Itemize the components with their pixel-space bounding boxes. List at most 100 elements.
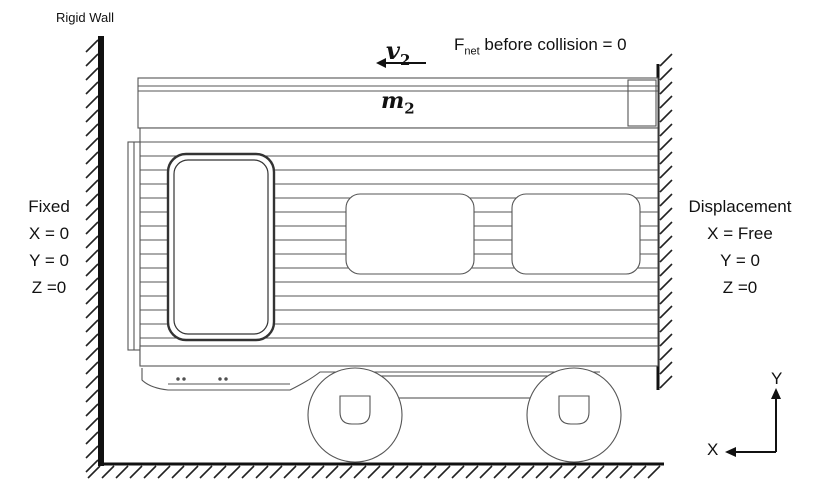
right-hatch-line	[659, 179, 673, 193]
wall-hatch-line	[85, 445, 99, 459]
ground-hatching	[87, 465, 661, 479]
axle-box	[339, 395, 371, 425]
wall-hatch-line	[85, 235, 99, 249]
ground-hatch-line	[367, 465, 381, 479]
velocity-symbol: v	[386, 36, 400, 65]
ground-hatch-line	[297, 465, 311, 479]
wall-hatch-line	[85, 263, 99, 277]
wall-hatch-line	[85, 375, 99, 389]
ground-hatch-line	[395, 465, 409, 479]
ground-hatch-line	[619, 465, 633, 479]
right-hatch-line	[659, 235, 673, 249]
fixed-title: Fixed	[28, 197, 70, 216]
displacement-x: X = Free	[707, 224, 773, 243]
wall-hatch-line	[85, 459, 99, 473]
rivet	[176, 377, 180, 381]
ground-hatch-line	[255, 465, 269, 479]
velocity-label: v2	[386, 36, 410, 69]
ground-hatch-line	[353, 465, 367, 479]
mass-subscript: 2	[404, 99, 415, 118]
right-hatch-line	[659, 165, 673, 179]
wall-hatch-line	[85, 361, 99, 375]
wall-hatch-line	[85, 81, 99, 95]
ground-hatch-line	[227, 465, 241, 479]
ground-hatch-line	[521, 465, 535, 479]
right-hatch-line	[659, 375, 673, 389]
ground-hatch-line	[647, 465, 661, 479]
right-hatch-line	[659, 81, 673, 95]
rivet	[182, 377, 186, 381]
right-hatch-line	[659, 207, 673, 221]
ground-hatch-line	[535, 465, 549, 479]
displacement-constraint-block: Displacement X = Free Y = 0 Z =0	[676, 193, 804, 301]
right-hatch-line	[659, 109, 673, 123]
roof-end-cap	[627, 79, 657, 127]
right-hatch-line	[659, 361, 673, 375]
fnet-symbol: F	[454, 35, 465, 54]
wall-hatch-line	[85, 123, 99, 137]
right-hatch-line	[659, 249, 673, 263]
wall-hatch-line	[85, 207, 99, 221]
rigid-wall-label: Rigid Wall	[56, 10, 115, 25]
ground-hatch-line	[199, 465, 213, 479]
wall-hatching	[85, 39, 99, 473]
right-hatch-line	[659, 291, 673, 305]
fixed-z: Z =0	[31, 278, 67, 297]
ground-hatch-line	[157, 465, 171, 479]
wall-hatch-line	[85, 95, 99, 109]
ground-hatch-line	[605, 465, 619, 479]
right-hatch-line	[659, 263, 673, 277]
ground-hatch-line	[479, 465, 493, 479]
ground-hatch-line	[549, 465, 563, 479]
ground-hatch-line	[381, 465, 395, 479]
ground-hatch-line	[311, 465, 325, 479]
ground-hatch-line	[577, 465, 591, 479]
wall-hatch-line	[85, 347, 99, 361]
wall-hatch-line	[85, 39, 99, 53]
ground-hatch-line	[115, 465, 129, 479]
right-hatch-line	[659, 333, 673, 347]
wall-hatch-line	[85, 137, 99, 151]
fnet-text: before collision = 0	[479, 35, 627, 54]
velocity-arrow	[376, 58, 426, 68]
car-door-inner	[173, 159, 269, 335]
ground-hatch-line	[437, 465, 451, 479]
wall-hatch-line	[85, 431, 99, 445]
axle-box	[558, 395, 590, 425]
right-hatch-line	[659, 347, 673, 361]
fixed-constraint-block: Fixed X = 0 Y = 0 Z =0	[20, 193, 78, 301]
fnet-label: Fnet before collision = 0	[454, 35, 627, 57]
wall-hatch-line	[85, 305, 99, 319]
car-window	[345, 193, 475, 275]
right-hatch-line	[659, 151, 673, 165]
right-hatch-line	[659, 53, 673, 67]
wall-hatch-line	[85, 389, 99, 403]
wall-hatch-line	[85, 193, 99, 207]
ground-hatch-line	[171, 465, 185, 479]
wall-hatch-line	[85, 179, 99, 193]
ground-hatch-line	[241, 465, 255, 479]
ground-hatch-line	[129, 465, 143, 479]
x-axis-label: X	[707, 440, 719, 459]
velocity-subscript: 2	[399, 50, 411, 69]
wall-hatch-line	[85, 249, 99, 263]
ground-hatch-line	[591, 465, 605, 479]
wall-hatch-line	[85, 319, 99, 333]
ground-hatch-line	[143, 465, 157, 479]
wall-hatch-line	[85, 221, 99, 235]
ground-hatch-line	[101, 465, 115, 479]
wall-hatch-line	[85, 333, 99, 347]
wall-hatch-line	[85, 291, 99, 305]
ground-hatch-line	[339, 465, 353, 479]
ground-hatch-line	[451, 465, 465, 479]
fixed-y: Y = 0	[29, 251, 69, 270]
right-hatch-line	[659, 123, 673, 137]
y-axis-label: Y	[771, 369, 783, 388]
wall-hatch-line	[85, 165, 99, 179]
ground-hatch-line	[563, 465, 577, 479]
right-hatch-line	[659, 305, 673, 319]
rivet	[218, 377, 222, 381]
ground-hatch-line	[409, 465, 423, 479]
displacement-title: Displacement	[688, 197, 792, 216]
